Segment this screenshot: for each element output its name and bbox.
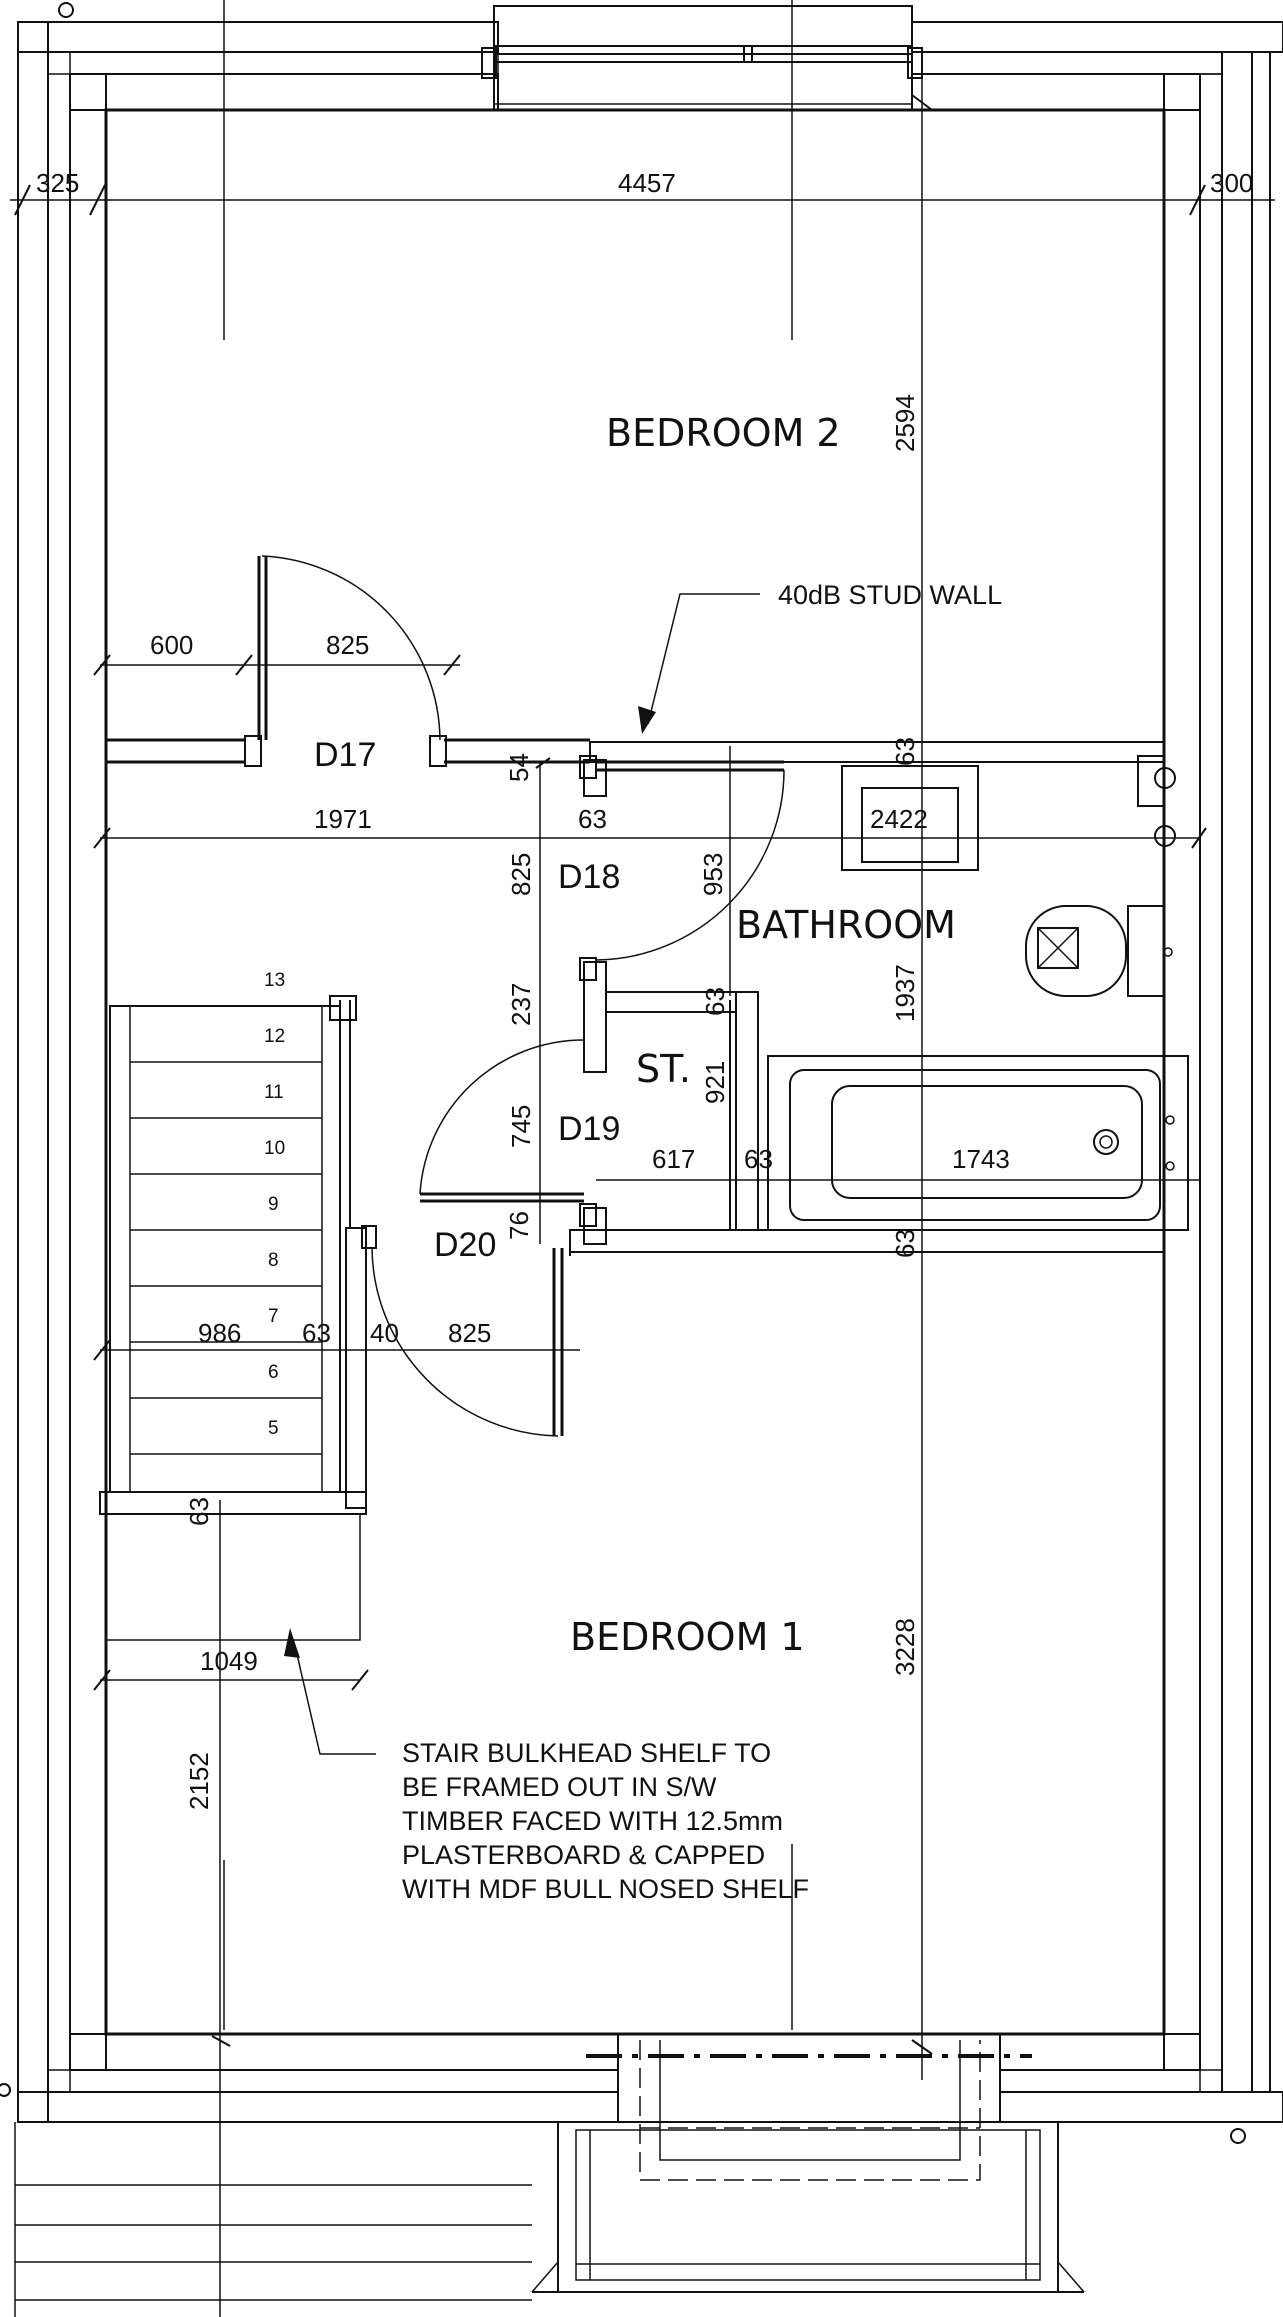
- dimension-2152: 2152: [184, 1752, 214, 1810]
- dimension-1049: 1049: [200, 1646, 258, 1676]
- dimension-237: 237: [506, 983, 536, 1026]
- shelf-note-line: PLASTERBOARD & CAPPED: [402, 1840, 765, 1870]
- bathroom-fittings: [767, 765, 1189, 1231]
- top-window: [58, 2, 923, 111]
- dimension-63-bath: 63: [744, 1144, 773, 1174]
- dimension-1937: 1937: [890, 964, 920, 1022]
- room-label-bedroom-2: BEDROOM 2: [606, 411, 841, 455]
- bay-window: [0, 2033, 1246, 2293]
- room-label-bathroom: BATHROOM: [736, 903, 956, 947]
- dimension-986: 986: [198, 1318, 241, 1348]
- dimension-63-mid: 63: [890, 1229, 920, 1258]
- dimension-825-top: 825: [326, 630, 369, 660]
- dimension-63-store: 63: [700, 987, 730, 1016]
- stair-step-number: 13: [264, 970, 285, 991]
- room-label-bedroom-1: BEDROOM 1: [570, 1615, 805, 1659]
- dimension-745: 745: [506, 1105, 536, 1148]
- dimension-1743: 1743: [952, 1144, 1010, 1174]
- dimension-76: 76: [504, 1211, 534, 1240]
- dimension-2422: 2422: [870, 804, 928, 834]
- dimension-54: 54: [504, 753, 534, 782]
- dimension-40: 40: [370, 1318, 399, 1348]
- dimension-63-top: 63: [890, 737, 920, 766]
- shelf-note-line: WITH MDF BULL NOSED SHELF: [402, 1874, 809, 1904]
- dimension-825-vertical: 825: [506, 853, 536, 896]
- dimension-63-stair: 63: [302, 1318, 331, 1348]
- door-label-d18: D18: [558, 858, 620, 896]
- external-walls: [14, 21, 1283, 2317]
- shelf-note-line: TIMBER FACED WITH 12.5mm: [402, 1806, 783, 1836]
- stair-step-number: 12: [264, 1026, 285, 1047]
- shelf-note: STAIR BULKHEAD SHELF TO BE FRAMED OUT IN…: [402, 1738, 809, 1904]
- stud-wall-note: 40dB STUD WALL: [778, 580, 1002, 610]
- dimension-325: 325: [36, 168, 79, 198]
- staircase: [105, 1005, 361, 1641]
- door-swings: [257, 555, 785, 1437]
- dimension-4457: 4457: [618, 168, 676, 198]
- dimension-300: 300: [1210, 168, 1253, 198]
- dimension-825-bottom: 825: [448, 1318, 491, 1348]
- stair-step-number: 8: [268, 1250, 279, 1271]
- door-label-d20: D20: [434, 1226, 496, 1264]
- stair-step-number: 10: [264, 1138, 285, 1159]
- roof-lines: [15, 2184, 532, 2301]
- dimension-617: 617: [652, 1144, 695, 1174]
- dimension-921: 921: [700, 1061, 730, 1104]
- dimension-3228: 3228: [890, 1618, 920, 1676]
- dimension-953: 953: [698, 853, 728, 896]
- stair-step-number: 9: [268, 1194, 279, 1215]
- stair-step-number: 11: [264, 1082, 284, 1103]
- shelf-note-line: BE FRAMED OUT IN S/W: [402, 1772, 717, 1802]
- dimension-1971: 1971: [314, 804, 372, 834]
- dimension-lines: [10, 0, 1275, 2317]
- dimension-63-d18: 63: [578, 804, 607, 834]
- door-label-d17: D17: [314, 736, 376, 774]
- dimension-600: 600: [150, 630, 193, 660]
- room-label-store: ST.: [636, 1047, 691, 1091]
- door-label-d19: D19: [558, 1110, 620, 1148]
- stair-step-number: 5: [268, 1418, 279, 1439]
- dimension-63-lower: 63: [184, 1497, 214, 1526]
- stair-step-number: 7: [268, 1306, 279, 1327]
- dimension-2594: 2594: [890, 394, 920, 452]
- shelf-note-line: STAIR BULKHEAD SHELF TO: [402, 1738, 771, 1768]
- stair-step-number: 6: [268, 1362, 279, 1383]
